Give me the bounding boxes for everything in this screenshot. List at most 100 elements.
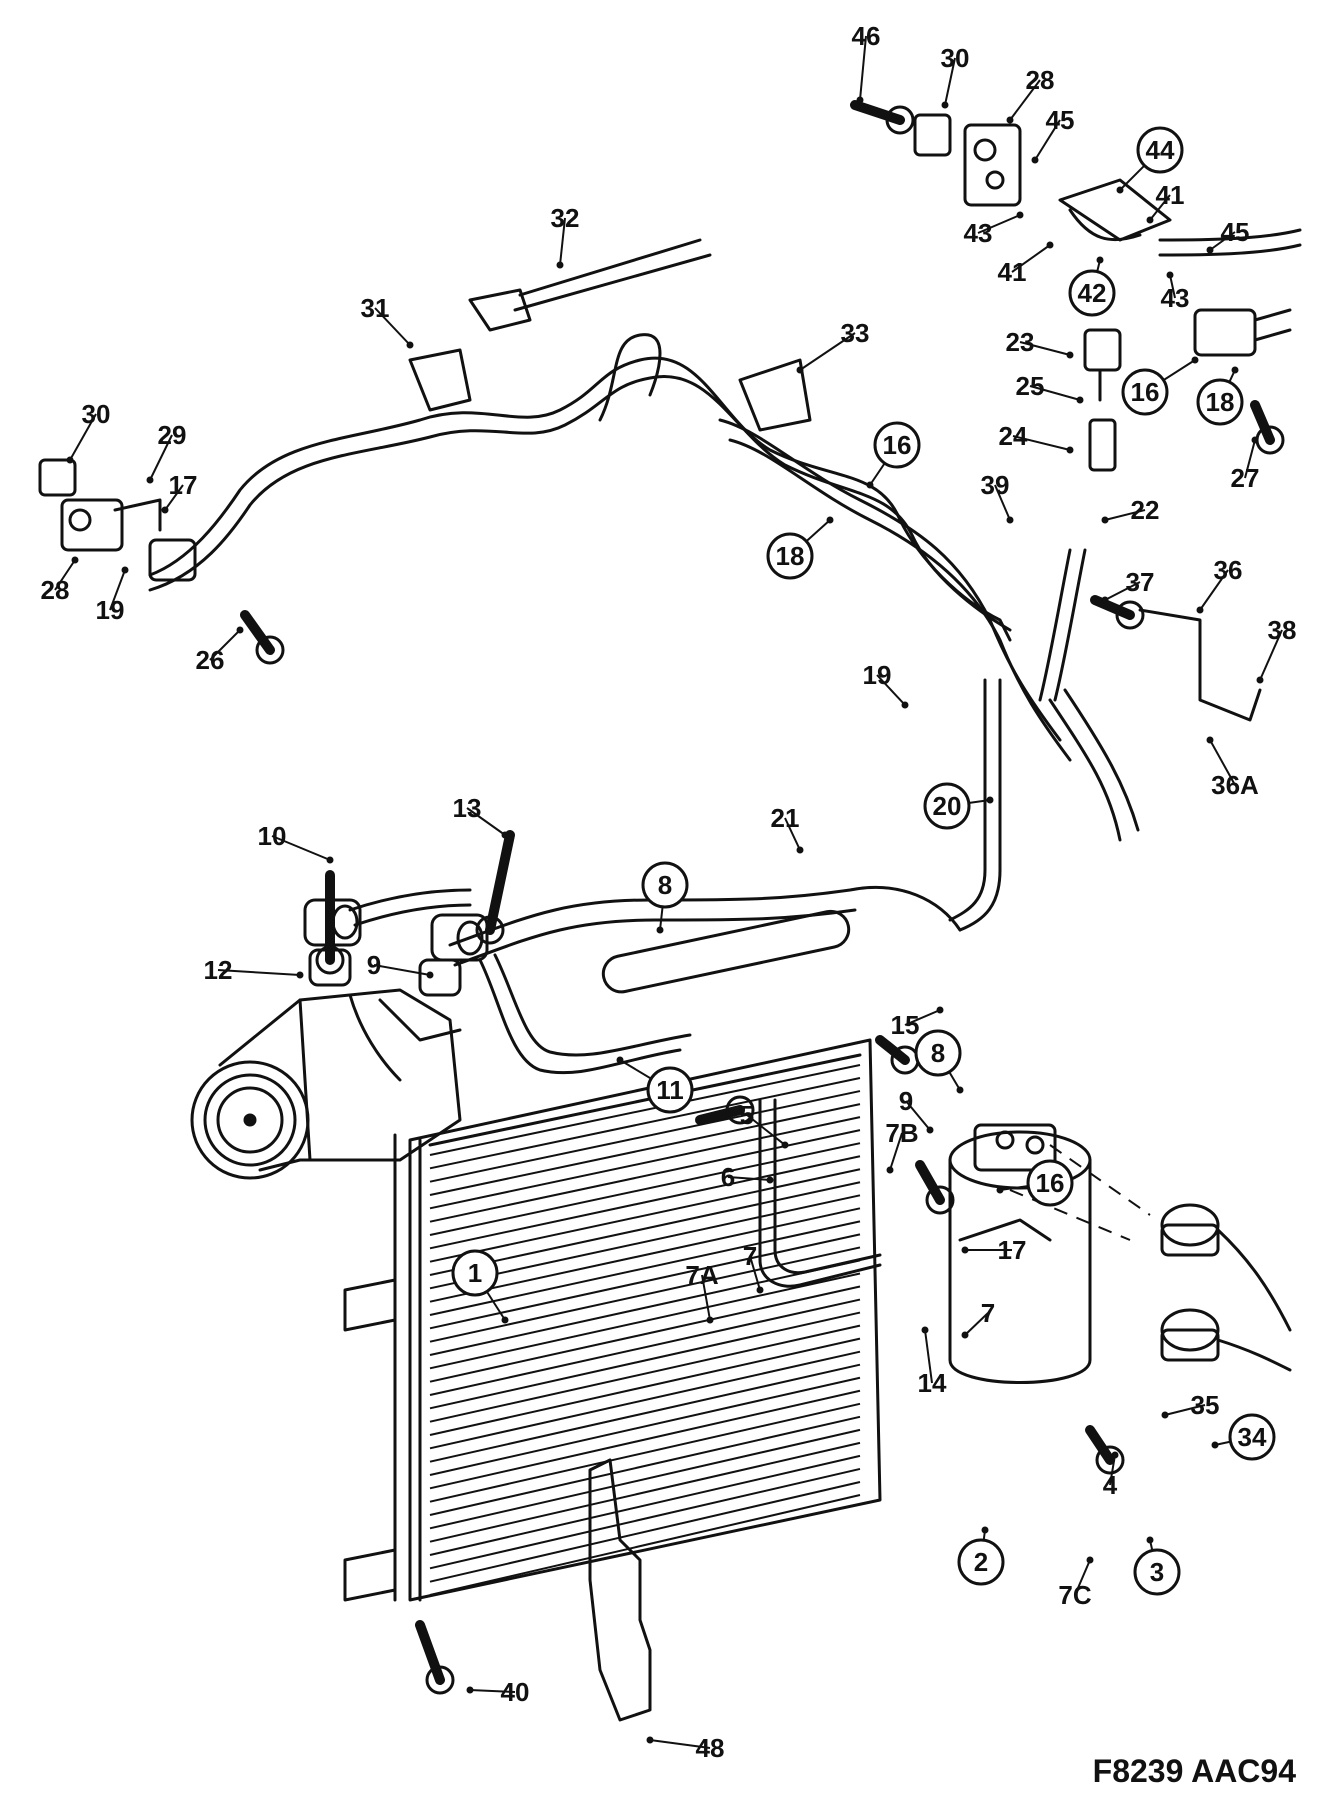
callout-leader: [469, 1689, 516, 1693]
callout-leader: [109, 569, 126, 611]
callout-leader-dot: [796, 846, 804, 854]
condenser-fin: [429, 1168, 861, 1263]
callout-leader-dot: [986, 796, 994, 804]
callout-leader-dot: [646, 1736, 654, 1744]
callout-leader-dot: [1006, 116, 1014, 124]
callout-circle: [1228, 1413, 1276, 1461]
condenser-fin: [429, 1467, 861, 1570]
callout: 30: [66, 399, 111, 464]
callout-leader: [1164, 1404, 1206, 1416]
callout-label: 26: [196, 645, 225, 675]
callout-leader: [701, 1274, 711, 1321]
callout-leader-dot: [1111, 1451, 1119, 1459]
callout: 31: [361, 293, 414, 349]
condenser-fin: [429, 1181, 861, 1276]
callout-leader-dot: [1231, 366, 1239, 374]
callout-leader-dot: [1196, 606, 1204, 614]
callout: 16: [866, 421, 921, 489]
callout-label: 35: [1191, 1390, 1220, 1420]
callout-circle: [1133, 1548, 1181, 1596]
condenser-fin: [429, 1155, 861, 1250]
figure-code: F8239 AAC94: [1092, 1753, 1296, 1789]
callout-label: 16: [883, 430, 912, 460]
callout-label: 39: [981, 470, 1010, 500]
callout-leader-dot: [766, 1176, 774, 1184]
callout-leader-dot: [656, 926, 664, 934]
callout-leader: [1074, 1559, 1091, 1596]
callout-label: 8: [931, 1038, 945, 1068]
bolt-shaft: [1085, 1425, 1115, 1465]
callout-leader-dot: [936, 1006, 944, 1014]
callout-leader-dot: [1251, 436, 1259, 444]
callout: 17: [161, 470, 197, 514]
callout: 7B: [885, 1118, 919, 1174]
callout-circle: [1136, 126, 1184, 174]
callout-leader-dot: [996, 1186, 1004, 1194]
callout-leader: [1029, 385, 1081, 401]
condenser-fin: [429, 1480, 861, 1583]
condenser-fin: [429, 1259, 861, 1356]
bolt-head: [885, 105, 915, 135]
callout: 11: [616, 1056, 694, 1114]
callout-leader-dot: [1096, 256, 1104, 264]
callout-label: 13: [453, 793, 482, 823]
callout: 43: [1161, 271, 1189, 313]
bolt-shaft: [1090, 595, 1135, 620]
bolt-shaft: [695, 1105, 745, 1125]
callout-leader: [1109, 1454, 1116, 1486]
callout-label: 36: [1214, 555, 1243, 585]
callout-label: 22: [1131, 495, 1160, 525]
callout-leader: [749, 1255, 761, 1291]
callout: 32: [551, 203, 579, 269]
bolt-head: [925, 1185, 955, 1215]
callout-leader: [1104, 509, 1146, 521]
callout-label: 6: [721, 1162, 735, 1192]
callout: 19: [863, 660, 909, 709]
callout-circle: [1068, 269, 1116, 317]
callout-label: 46: [852, 21, 881, 51]
callout: 39: [981, 470, 1014, 524]
callout-leader: [746, 1114, 786, 1146]
callout-leader: [649, 1739, 711, 1749]
callout-label: 25: [1016, 371, 1045, 401]
bolt-head: [255, 635, 285, 665]
callout-leader-dot: [121, 566, 129, 574]
expansion-valve-assembly-left: [38, 458, 197, 582]
callout-label: 24: [999, 421, 1028, 451]
compressor: [190, 898, 489, 1180]
callout: 9: [899, 1086, 934, 1134]
callout-label: 1: [468, 1258, 482, 1288]
callout-label: 36A: [1211, 770, 1259, 800]
callout-leader: [889, 1132, 903, 1171]
condenser-fin: [429, 1494, 861, 1596]
callout-label: 16: [1036, 1168, 1065, 1198]
expansion-valve-assembly-right: [913, 113, 1302, 722]
callout-label: 8: [658, 870, 672, 900]
callout-label: 23: [1006, 327, 1035, 357]
callout-leader-dot: [956, 1086, 964, 1094]
callout-label: 28: [1026, 65, 1055, 95]
condenser-fin: [429, 1077, 861, 1170]
callout: 7: [743, 1241, 764, 1294]
condenser-fin: [429, 1246, 861, 1343]
callout-circle: [646, 1066, 694, 1114]
callout-label: 30: [82, 399, 111, 429]
callout: 7A: [685, 1260, 719, 1324]
callout-label: 19: [96, 595, 125, 625]
callout-leader: [799, 332, 856, 371]
callout-circle: [766, 532, 814, 580]
callout: 22: [1101, 495, 1160, 525]
callout-label: 28: [41, 575, 70, 605]
callout-leader-dot: [981, 1526, 989, 1534]
callout: 33: [796, 318, 869, 374]
callout-leader: [1169, 274, 1176, 299]
callout-label: 20: [933, 791, 962, 821]
callout-leader-dot: [406, 341, 414, 349]
condenser-fin: [429, 1415, 861, 1516]
condenser-fin: [429, 1064, 861, 1156]
bolt-shaft: [415, 1620, 445, 1685]
callout-leader: [374, 307, 411, 346]
callout: 16: [1121, 356, 1199, 416]
callout-label: 34: [1238, 1422, 1267, 1452]
callout-leader-dot: [941, 101, 949, 109]
